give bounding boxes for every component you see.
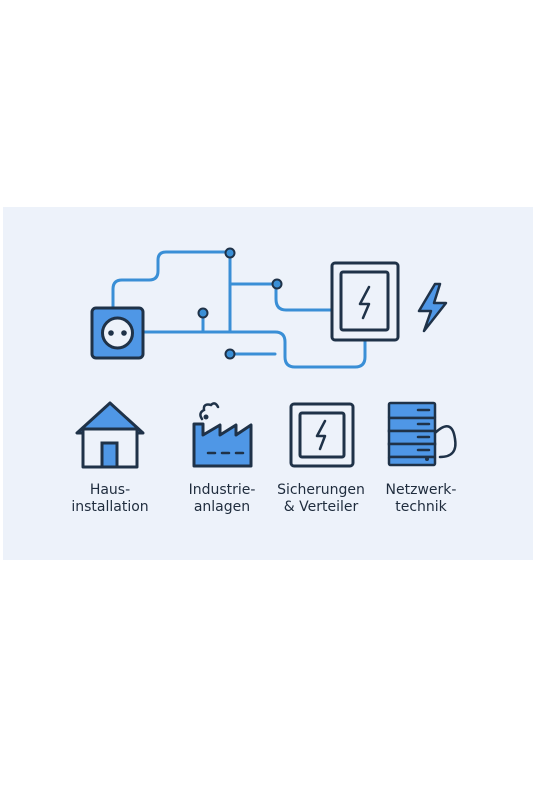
caption-industrieanlagen: Industrie- anlagen (167, 482, 277, 516)
illustration-panel: Haus- installation Industrie- anlagen Si… (3, 207, 533, 560)
node-3 (197, 307, 209, 319)
house-icon (75, 401, 145, 469)
caption-line-1: Sicherungen (277, 482, 365, 498)
caption-line-2: installation (71, 499, 149, 515)
caption-sicherungen: Sicherungen & Verteiler (266, 482, 376, 516)
caption-hausinstallation: Haus- installation (55, 482, 165, 516)
wire-nodes (197, 247, 283, 360)
wiring-diagram (75, 247, 457, 469)
lightning-icon (417, 282, 448, 333)
caption-line-2: anlagen (193, 499, 251, 515)
node-4 (224, 348, 236, 360)
caption-line-1: Haus- (89, 482, 131, 498)
caption-line-2: & Verteiler (283, 499, 359, 515)
socket-icon (90, 306, 145, 360)
caption-netzwerktechnik: Netzwerk- technik (366, 482, 476, 516)
distribution-box-icon (330, 261, 400, 342)
caption-line-1: Netzwerk- (385, 482, 457, 498)
wire-to-box (274, 282, 335, 312)
caption-line-1: Industrie- (188, 482, 256, 498)
caption-line-2: technik (395, 499, 447, 515)
factory-icon (192, 402, 253, 468)
server-rack-icon (387, 401, 457, 467)
node-2 (271, 278, 283, 290)
wire-socket-top (111, 250, 232, 311)
node-1 (224, 247, 236, 259)
fuse-box-icon (289, 402, 355, 468)
wire-mid (201, 311, 367, 369)
wiring-lines (111, 250, 367, 369)
